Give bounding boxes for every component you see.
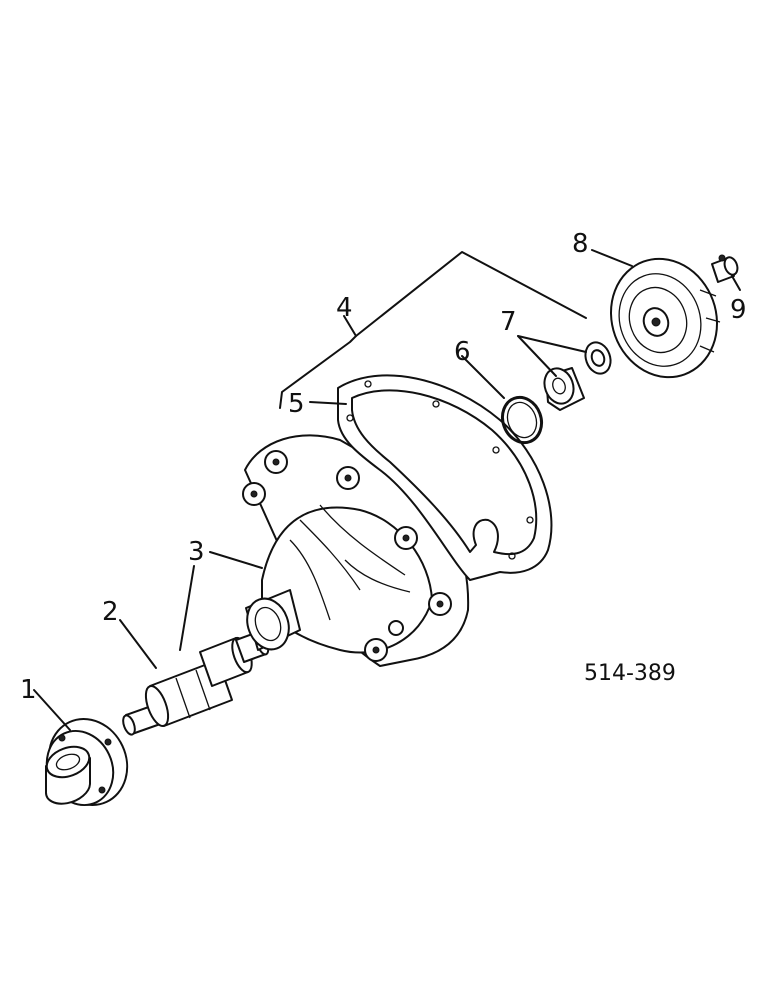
callout-1: 1 [20,675,37,705]
part-5-gasket [337,374,553,581]
callout-6: 6 [454,337,471,367]
callout-3: 3 [188,537,205,567]
callout-7: 7 [500,307,517,337]
callout-5: 5 [288,389,305,419]
callout-4: 4 [336,293,353,323]
part-8-impeller [610,257,721,379]
callout-2: 2 [102,597,119,627]
part-9-pin [711,254,739,283]
figure-reference-code: 514-389 [584,661,676,686]
part-1-pulley-hub [44,718,129,806]
part-6-o-ring [500,395,544,445]
part-7-seal-and-nut [543,341,612,411]
callout-labels: 1 2 3 4 5 6 7 8 9 [20,229,747,705]
leader-lines [33,249,741,731]
part-2-shaft-bearing [122,630,270,736]
callout-9: 9 [730,295,747,325]
callout-8: 8 [572,229,589,259]
